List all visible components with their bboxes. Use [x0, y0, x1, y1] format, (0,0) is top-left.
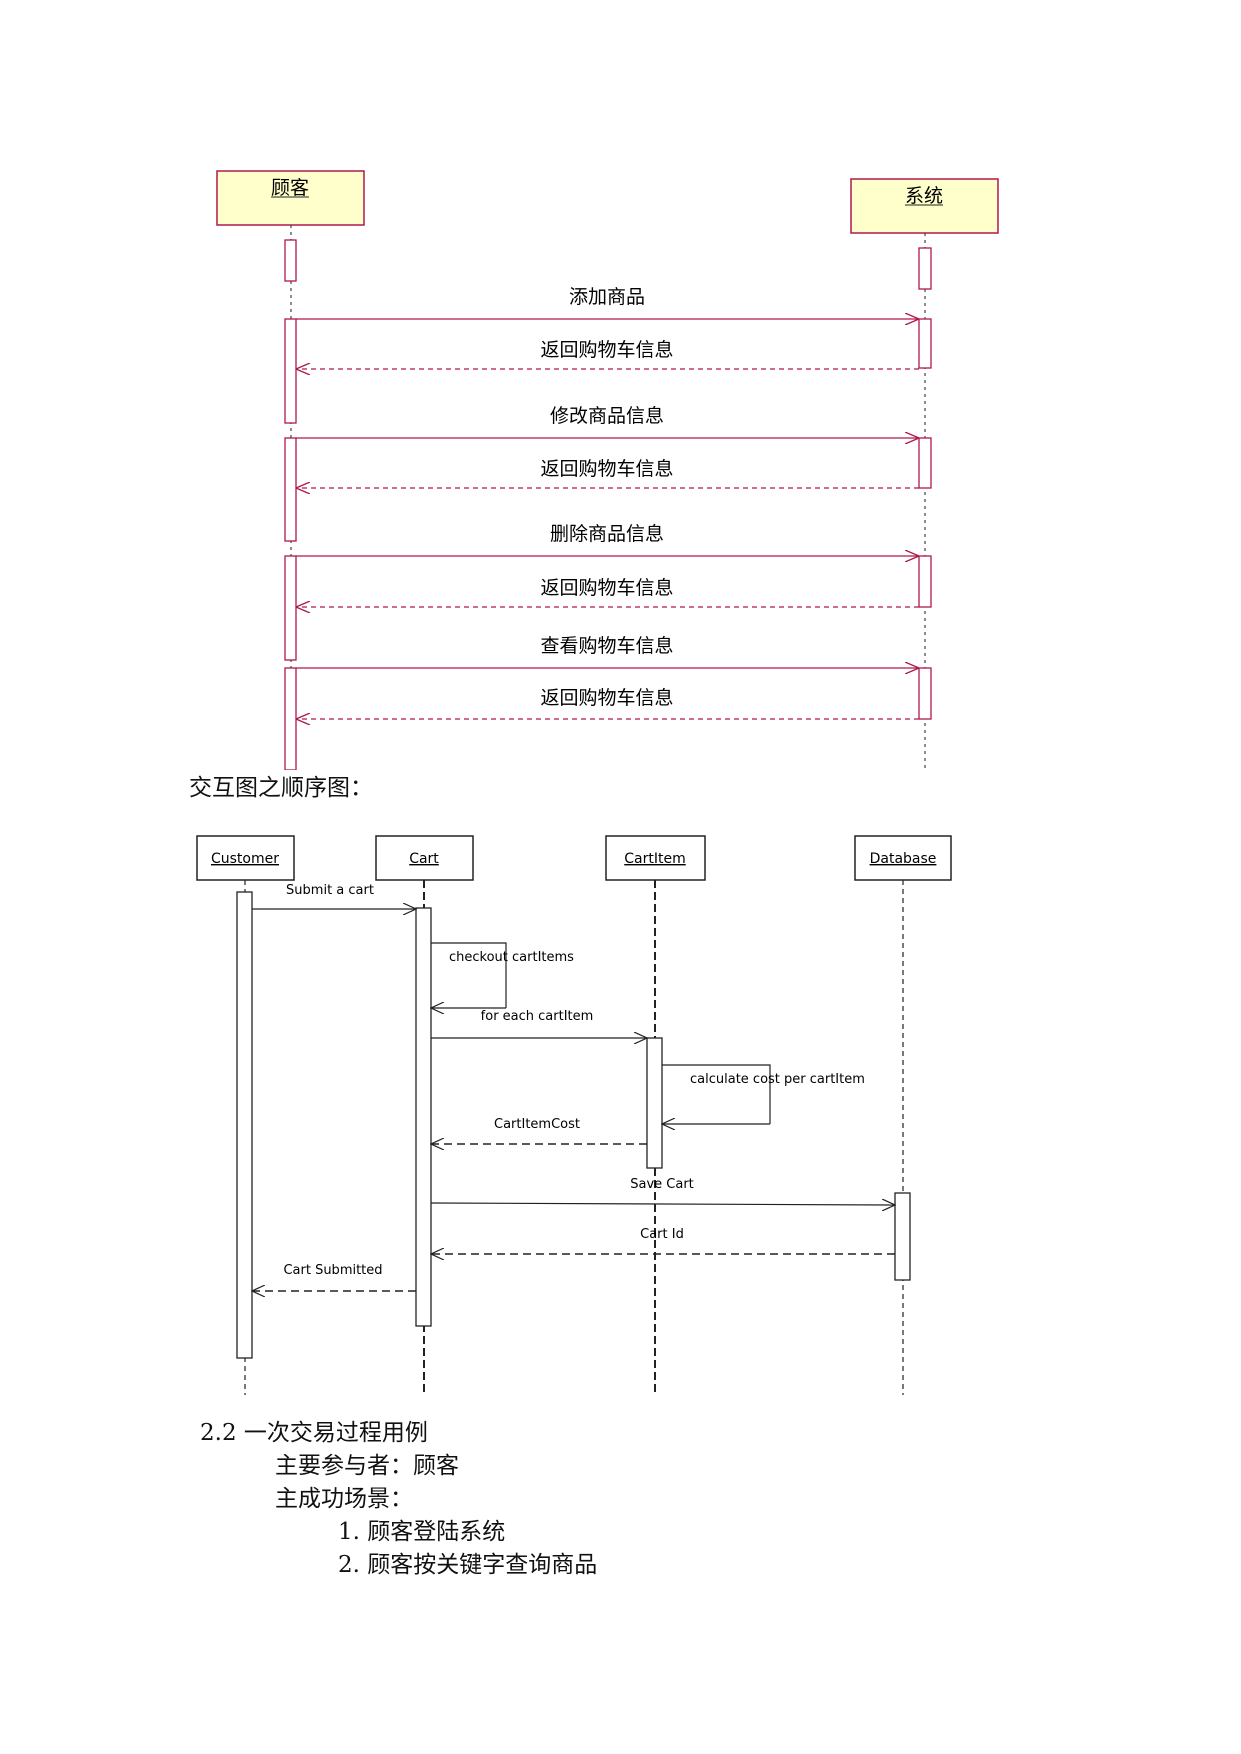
activation-system: [918, 437, 932, 489]
message-checkout-cartitems: checkout cartItems: [431, 942, 574, 1008]
message-cart-id: Cart Id: [431, 1227, 895, 1254]
message-delete-item: 删除商品信息: [296, 523, 919, 556]
svg-text:Submit a cart: Submit a cart: [286, 883, 374, 898]
actor-system-label: 系统: [905, 185, 943, 207]
diagram-caption: 交互图之顺序图：: [189, 775, 373, 801]
message-calculate-cost: calculate cost per cartItem: [662, 1064, 865, 1124]
main-scenario-label: 主成功场景：: [275, 1486, 413, 1512]
message-return-cart-info: 返回购物车信息: [296, 577, 919, 607]
activation-system: [918, 667, 932, 720]
message-submit-cart: Submit a cart: [252, 883, 416, 909]
svg-text:返回购物车信息: 返回购物车信息: [540, 577, 673, 599]
svg-text:Cart Submitted: Cart Submitted: [283, 1263, 382, 1278]
scenario-step: 1. 顾客登陆系统: [338, 1519, 506, 1545]
section-heading: 2.2 一次交易过程用例: [200, 1420, 428, 1446]
activation-system: [918, 247, 932, 290]
activation-cart: [415, 907, 432, 1327]
activation-system: [918, 555, 932, 608]
svg-text:for each cartItem: for each cartItem: [481, 1009, 594, 1024]
svg-text:Cart: Cart: [409, 851, 439, 867]
svg-text:checkout cartItems: checkout cartItems: [449, 950, 574, 965]
object-database-box: Database: [854, 835, 952, 881]
message-view-cart-info: 查看购物车信息: [296, 635, 919, 668]
actor-system-box: 系统: [850, 178, 999, 234]
activation-database: [894, 1192, 911, 1281]
message-return-cart-info: 返回购物车信息: [296, 458, 919, 488]
activation-system: [918, 318, 932, 369]
sequence-diagram-cn: 顾客 系统 添加商品 返回购物车信息 修改商品信息 返回购物车信息 删除商品信息: [216, 170, 999, 770]
message-save-cart: Save Cart: [430, 1177, 895, 1205]
message-return-cart-info: 返回购物车信息: [296, 687, 919, 719]
object-customer-box: Customer: [196, 835, 295, 881]
object-cart-box: Cart: [375, 835, 474, 881]
scenario-step: 2. 顾客按关键字查询商品: [338, 1552, 598, 1578]
message-return-cart-info: 返回购物车信息: [296, 339, 919, 369]
svg-text:查看购物车信息: 查看购物车信息: [540, 635, 673, 657]
message-cartitemcost: CartItemCost: [431, 1117, 647, 1144]
svg-text:CartItem: CartItem: [624, 851, 685, 867]
activation-customer: [284, 667, 297, 770]
activation-cartitem: [646, 1037, 663, 1169]
activation-customer: [236, 891, 253, 1359]
activation-customer: [284, 318, 297, 424]
svg-text:删除商品信息: 删除商品信息: [550, 523, 664, 545]
svg-text:返回购物车信息: 返回购物车信息: [540, 687, 673, 709]
object-cartitem-box: CartItem: [605, 835, 706, 881]
svg-text:calculate cost per cartItem: calculate cost per cartItem: [690, 1072, 865, 1087]
message-modify-item: 修改商品信息: [296, 405, 919, 438]
message-add-item: 添加商品: [296, 286, 919, 319]
svg-text:Customer: Customer: [211, 851, 279, 867]
svg-text:Cart Id: Cart Id: [640, 1227, 684, 1242]
activation-customer: [284, 555, 297, 661]
activation-customer: [284, 239, 297, 282]
primary-actor-line: 主要参与者：顾客: [275, 1453, 459, 1479]
svg-text:添加商品: 添加商品: [569, 286, 645, 308]
svg-text:Database: Database: [870, 851, 937, 867]
message-for-each-cartitem: for each cartItem: [431, 1009, 647, 1038]
svg-text:返回购物车信息: 返回购物车信息: [540, 458, 673, 480]
svg-text:Save Cart: Save Cart: [630, 1177, 694, 1192]
svg-text:CartItemCost: CartItemCost: [494, 1117, 580, 1132]
sequence-diagram-en: Customer Cart CartItem Database Submit a…: [196, 835, 952, 1395]
svg-text:修改商品信息: 修改商品信息: [550, 405, 664, 427]
message-cart-submitted: Cart Submitted: [252, 1263, 416, 1291]
actor-customer-box: 顾客: [216, 170, 365, 226]
svg-text:返回购物车信息: 返回购物车信息: [540, 339, 673, 361]
actor-customer-label: 顾客: [271, 177, 309, 199]
activation-customer: [284, 437, 297, 542]
